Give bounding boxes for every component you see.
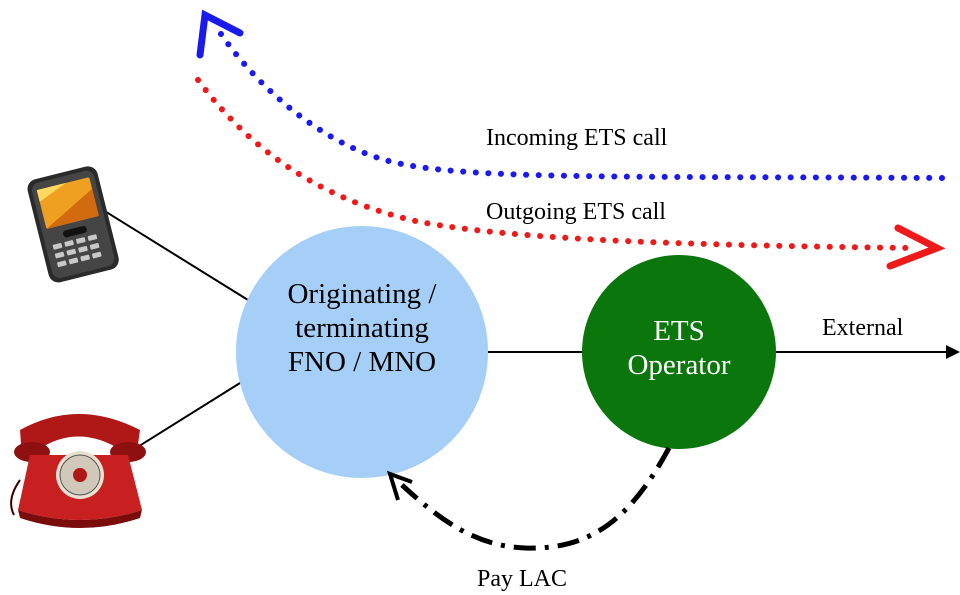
incoming-arrowhead xyxy=(196,9,244,59)
fno-mno-label-line: Originating / xyxy=(287,278,437,310)
ets-operator-label: ETS Operator xyxy=(582,314,776,382)
mobile-to-fno-line xyxy=(94,204,249,301)
ets-operator-label-line: Operator xyxy=(627,349,731,381)
fno-mno-node xyxy=(236,226,488,478)
pay-lac-label: Pay LAC xyxy=(477,566,567,592)
pay-lac-path xyxy=(400,446,672,551)
fno-mno-label: Originating / terminating FNO / MNO xyxy=(236,277,488,379)
incoming-call-path xyxy=(212,22,945,181)
ets-operator-node xyxy=(582,255,776,449)
rotary-telephone-icon xyxy=(10,414,146,528)
ets-operator-label-line: ETS xyxy=(653,315,705,347)
external-label: External xyxy=(822,315,904,341)
mobile-phone-icon xyxy=(27,166,119,283)
external-arrowhead xyxy=(946,345,960,359)
pay-lac-arrowhead xyxy=(386,470,413,501)
outgoing-call-label: Outgoing ETS call xyxy=(486,199,666,225)
incoming-call-label: Incoming ETS call xyxy=(486,125,668,151)
fno-mno-label-line: terminating xyxy=(295,312,429,344)
outgoing-arrowhead xyxy=(886,224,946,270)
fno-mno-label-line: FNO / MNO xyxy=(287,346,437,378)
